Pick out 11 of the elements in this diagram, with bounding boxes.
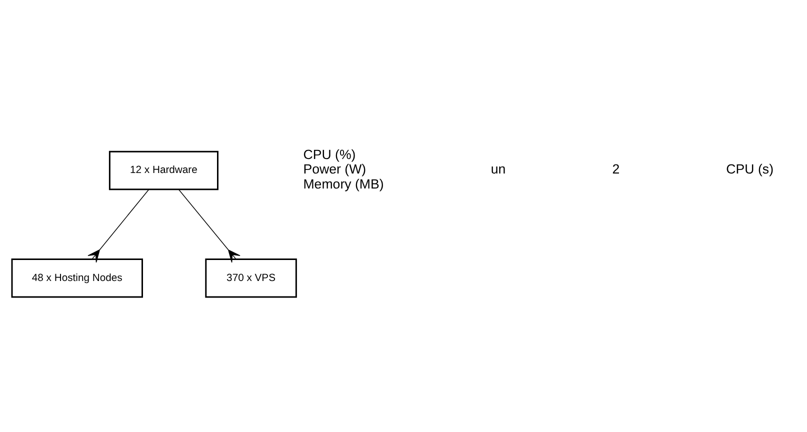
label: un bbox=[490, 162, 506, 177]
node-label: Memory (MB) bbox=[303, 176, 384, 192]
node-label: CPU (%) bbox=[303, 146, 356, 162]
connector bbox=[88, 189, 150, 263]
label: 2 bbox=[612, 162, 620, 177]
node-box: 48 x Hosting Nodes bbox=[11, 258, 143, 298]
node-label: Power (W) bbox=[303, 162, 366, 177]
label: CPU (s) bbox=[726, 162, 774, 177]
connector bbox=[178, 189, 240, 263]
node-box: 370 x VPS bbox=[205, 258, 297, 298]
node-box: 12 x Hardware bbox=[108, 150, 218, 190]
